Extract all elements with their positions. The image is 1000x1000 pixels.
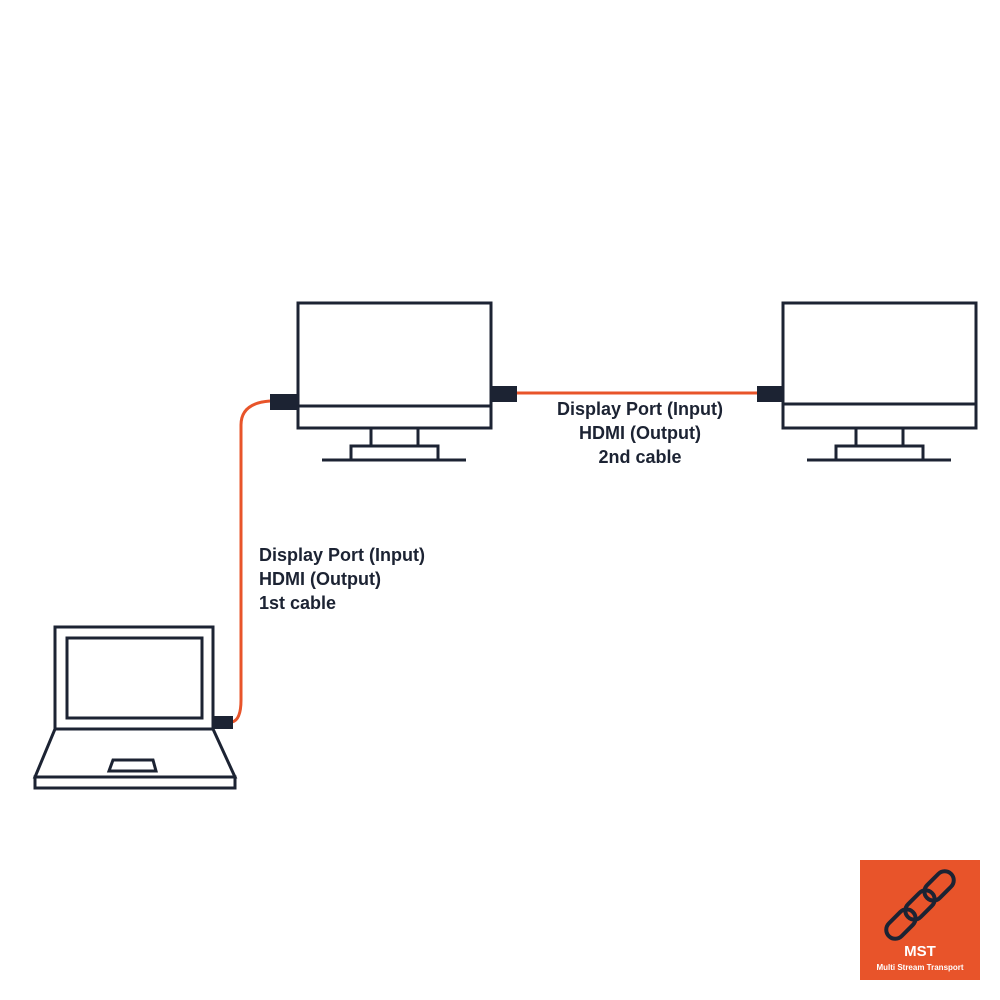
chain-link-icon: [884, 869, 956, 941]
mst-badge: MST Multi Stream Transport: [860, 860, 980, 980]
cable-2-label: Display Port (Input) HDMI (Output) 2nd c…: [540, 397, 740, 469]
cable-2-line-2: HDMI (Output): [579, 423, 701, 443]
connector-monitor-1-input: [270, 394, 298, 410]
connector-laptop: [213, 716, 233, 729]
laptop-lid: [53, 625, 215, 731]
cable-2-line-1: Display Port (Input): [557, 399, 723, 419]
cable-1-line-3: 1st cable: [259, 593, 337, 613]
monitor-icon: [296, 301, 493, 462]
monitor-2-stand: [834, 444, 925, 462]
monitor-1-neck: [369, 426, 420, 448]
monitor-2-neck: [854, 426, 905, 448]
laptop-icon: [32, 625, 238, 790]
laptop-screen: [65, 636, 204, 720]
cable-1-line-2: HDMI (Output): [259, 569, 381, 589]
connector-monitor-2-input: [757, 386, 783, 402]
laptop-base-edge: [33, 775, 237, 790]
cable-2-line-3: 2nd cable: [598, 447, 682, 467]
monitor-icon: [781, 301, 978, 462]
cable-1-label: Display Port (Input) HDMI (Output) 1st c…: [259, 543, 425, 615]
badge-subtitle: Multi Stream Transport: [876, 963, 964, 972]
connector-monitor-1-output: [491, 386, 517, 402]
monitor-1-stand: [349, 444, 440, 462]
badge-title: MST: [904, 943, 936, 960]
monitor-1-screen: [296, 301, 493, 430]
cable-1: [231, 399, 271, 724]
monitor-2-screen: [781, 301, 978, 430]
badge-background: [860, 860, 980, 980]
cable-1-line-1: Display Port (Input): [259, 545, 425, 565]
laptop-touchpad: [106, 758, 158, 773]
